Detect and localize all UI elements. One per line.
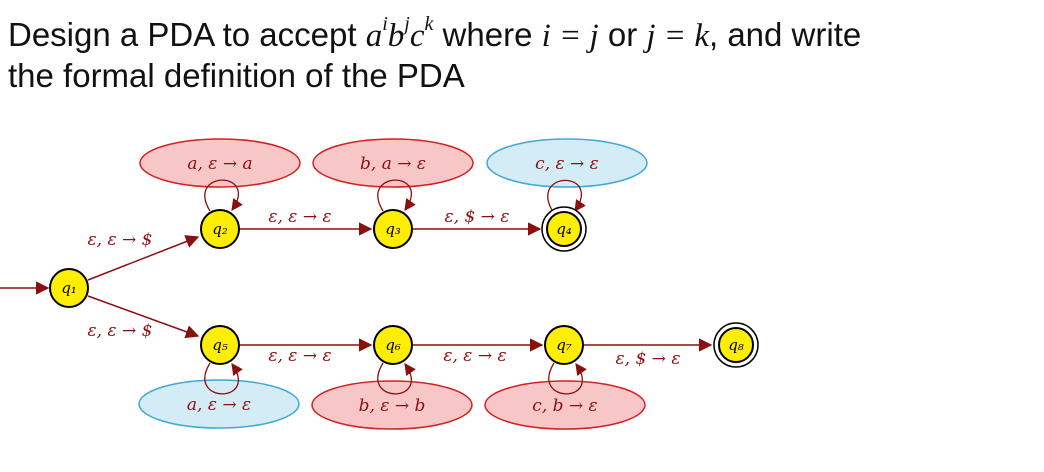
- edge-q1-q2: [87, 235, 200, 281]
- label-loop-q3: b, a → ε: [360, 154, 426, 174]
- label-loop-q2: a, ε → a: [187, 154, 252, 174]
- state-q4-label: q₄: [556, 220, 572, 238]
- label-loop-q6: b, ε → b: [359, 396, 426, 416]
- language-expression: aibjck: [365, 13, 434, 54]
- condition-j-equals-k: j = k: [646, 18, 709, 54]
- label-q2-q3: ε, ε → ε: [268, 207, 331, 227]
- state-q2: q₂: [200, 209, 240, 249]
- loop-highlight-q2: [139, 138, 301, 188]
- problem-line-1: Design a PDA to accept aibjck where i = …: [8, 13, 862, 54]
- loop-highlight-q7: [484, 380, 646, 430]
- state-q6: q₆: [373, 325, 413, 365]
- label-q1-q2: ε, ε → $: [88, 230, 153, 250]
- label-loop-q7: c, b → ε: [532, 396, 597, 416]
- loop-q7: [548, 362, 587, 395]
- label-q6-q7: ε, ε → ε: [443, 346, 506, 366]
- state-q5-label: q₅: [212, 336, 228, 354]
- condition-i-equals-j: i = j: [541, 18, 599, 54]
- loop-highlight-q4: [486, 138, 648, 188]
- loop-highlight-q6: [311, 380, 473, 430]
- loop-q3: [377, 179, 416, 212]
- state-q1: q₁: [49, 268, 89, 308]
- label-q1-q5: ε, ε → $: [88, 321, 153, 341]
- state-q3: q₃: [373, 209, 413, 249]
- problem-statement: Design a PDA to accept aibjck where i = …: [8, 4, 1038, 96]
- state-q6-label: q₆: [385, 336, 401, 354]
- problem-text-prefix: Design a PDA to accept: [8, 16, 366, 53]
- state-q4-accept: q₄: [541, 206, 587, 252]
- state-q7-label: q₇: [556, 336, 572, 354]
- state-q8-accept: q₈: [713, 322, 759, 368]
- state-q3-label: q₃: [385, 220, 401, 238]
- state-q5: q₅: [200, 325, 240, 365]
- loop-q5: [204, 362, 243, 395]
- edge-q1-q5: [87, 295, 200, 339]
- label-loop-q4: c, ε → ε: [535, 154, 599, 174]
- label-q3-q4: ε, $ → ε: [445, 207, 510, 227]
- loop-q6: [377, 362, 416, 395]
- label-q7-q8: ε, $ → ε: [616, 349, 681, 369]
- state-q2-label: q₂: [212, 220, 228, 238]
- state-q8-label: q₈: [728, 336, 744, 354]
- label-q5-q6: ε, ε → ε: [268, 346, 331, 366]
- problem-line-2: the formal definition of the PDA: [8, 57, 465, 94]
- state-q7: q₇: [544, 325, 584, 365]
- label-loop-q5: a, ε → ε: [187, 395, 251, 415]
- loop-highlight-q5: [138, 379, 300, 429]
- loop-q2: [204, 179, 243, 212]
- loop-highlight-q3: [312, 138, 474, 188]
- state-q1-label: q₁: [61, 279, 77, 297]
- loop-q4: [547, 179, 586, 213]
